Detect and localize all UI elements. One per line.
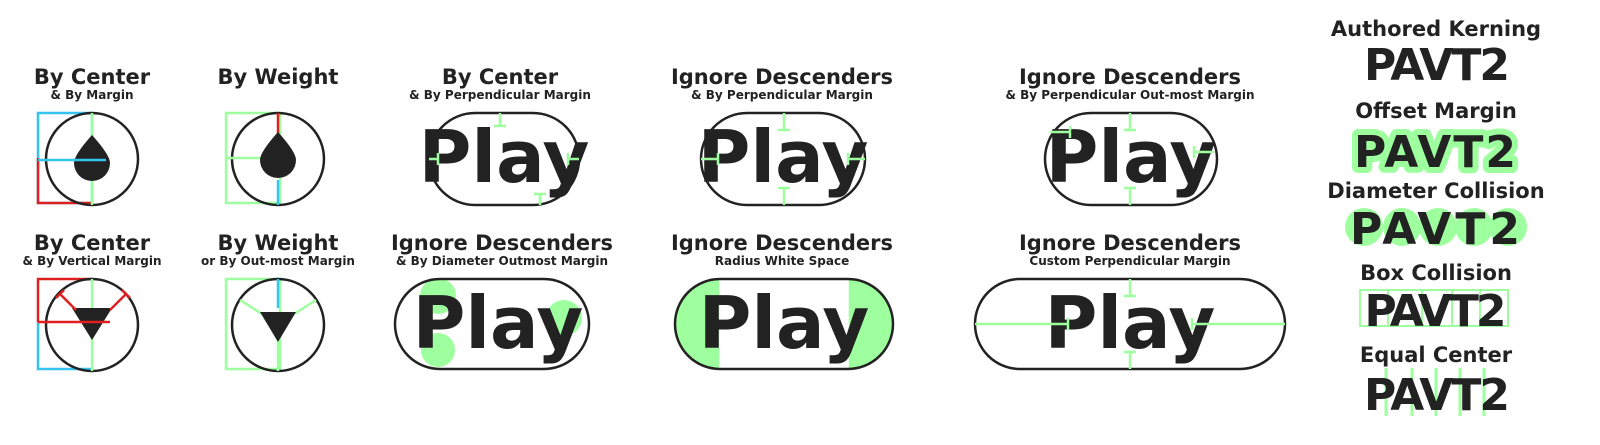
- play-pill-1: Play: [419, 111, 589, 207]
- box-collision-title: Box Collision: [1360, 261, 1512, 285]
- center-lines: [1384, 368, 1486, 416]
- margin-red-line: [36, 158, 92, 205]
- pavt2-word: PAVT2: [1350, 204, 1524, 255]
- vertical-margin-guides: [38, 289, 131, 324]
- radius-white-space: [675, 279, 893, 369]
- panel-center-margin: By Center & By Margin: [22, 66, 162, 102]
- play-pill-2: Play: [698, 111, 868, 207]
- panel-title: Ignore Descenders: [1018, 231, 1242, 255]
- panel-play-4: Ignore Descenders & By Diameter Outmost …: [382, 232, 622, 268]
- panel-subtitle: & By Margin: [50, 88, 134, 102]
- play-pill-3: Play: [1043, 111, 1219, 207]
- weight-diagram: [224, 111, 326, 207]
- panel-play-6: Ignore Descenders Custom Perpendicular M…: [990, 232, 1270, 268]
- custom-perpendicular-margins: [975, 279, 1285, 369]
- panel-title: By Center: [441, 65, 559, 89]
- diameter-collision: [421, 333, 455, 367]
- triangle-icon: [72, 308, 112, 340]
- triangle-icon: [260, 312, 296, 342]
- margin-cyan-line: [36, 322, 92, 371]
- pavt2-word: PAVT2: [1364, 40, 1508, 91]
- play-pill-4: Play: [393, 277, 591, 371]
- panel-subtitle: & By Perpendicular Margin: [691, 88, 873, 102]
- pavt2-word: PAVT2: [1365, 286, 1504, 337]
- panel-subtitle: & By Diameter Outmost Margin: [395, 254, 609, 268]
- center-vertical-diagram: [36, 277, 140, 373]
- panel-subtitle: Radius White Space: [714, 254, 850, 268]
- panel-play-5: Ignore Descenders Radius White Space: [662, 232, 902, 268]
- perpendicular-margins: [1050, 113, 1214, 205]
- panel-weight: By Weight: [208, 66, 348, 88]
- diameter-collision-title: Diameter Collision: [1327, 179, 1545, 203]
- play-label: Play: [413, 281, 584, 365]
- drop-icon: [74, 135, 110, 181]
- panel-title: Ignore Descenders: [670, 231, 894, 255]
- perpendicular-margins: [701, 113, 865, 205]
- equal-center: PAVT2: [1364, 368, 1510, 421]
- panel-title: By Weight: [217, 65, 339, 89]
- diameter-collision: PAVT2: [1345, 204, 1527, 255]
- pill-outline: [393, 277, 591, 371]
- outmost-margin-guides: [239, 298, 317, 371]
- panel-subtitle: & By Perpendicular Margin: [409, 88, 591, 102]
- weight-outmost-diagram: [224, 277, 326, 373]
- panel-title: Ignore Descenders: [670, 65, 894, 89]
- diameter-collision: [546, 300, 582, 336]
- margin-red-line: [36, 277, 92, 322]
- pavt2-word: PAVT2: [1354, 127, 1518, 178]
- panel-subtitle: Custom Perpendicular Margin: [1029, 254, 1231, 268]
- box-collision: PAVT2: [1359, 286, 1509, 337]
- panel-play-2: Ignore Descenders & By Perpendicular Mar…: [662, 66, 902, 102]
- panel-weight-outmost: By Weight or By Out-most Margin: [190, 232, 366, 268]
- kerning-authored: PAVT2: [1364, 40, 1510, 91]
- panel-subtitle: & By Vertical Margin: [22, 254, 162, 268]
- pill-outline: [673, 277, 895, 371]
- equal-center-title: Equal Center: [1359, 343, 1513, 367]
- pavt2-halo: PAVT2: [1354, 127, 1518, 178]
- panel-title: By Center: [33, 65, 151, 89]
- pavt2-word: PAVT2: [1364, 370, 1508, 421]
- panel-subtitle: or By Out-most Margin: [201, 254, 355, 268]
- kerning-authored-title: Authored Kerning: [1330, 17, 1542, 41]
- perpendicular-margins: [429, 113, 579, 205]
- panel-subtitle: & By Perpendicular Out-most Margin: [1005, 88, 1255, 102]
- offset-margin: PAVT2 PAVT2: [1348, 121, 1522, 184]
- drop-icon: [260, 132, 296, 178]
- play-label: Play: [699, 281, 870, 365]
- collision-boxes: [1359, 289, 1509, 327]
- center-margin-diagram: [36, 111, 140, 207]
- panel-title: Ignore Descenders: [390, 231, 614, 255]
- offset-margin-title: Offset Margin: [1355, 99, 1517, 123]
- play-label: Play: [419, 115, 590, 199]
- panel-title: Ignore Descenders: [1018, 65, 1242, 89]
- panel-play-3: Ignore Descenders & By Perpendicular Out…: [990, 66, 1270, 102]
- play-pill-5: Play: [673, 277, 895, 371]
- play-pill-6: Play: [973, 277, 1287, 371]
- diameter-collision: [420, 278, 456, 314]
- panel-title: By Center: [33, 231, 151, 255]
- collision-circles: [1345, 208, 1527, 246]
- panel-play-1: By Center & By Perpendicular Margin: [400, 66, 600, 102]
- panel-title: By Weight: [217, 231, 339, 255]
- panel-center-vertical: By Center & By Vertical Margin: [12, 232, 172, 268]
